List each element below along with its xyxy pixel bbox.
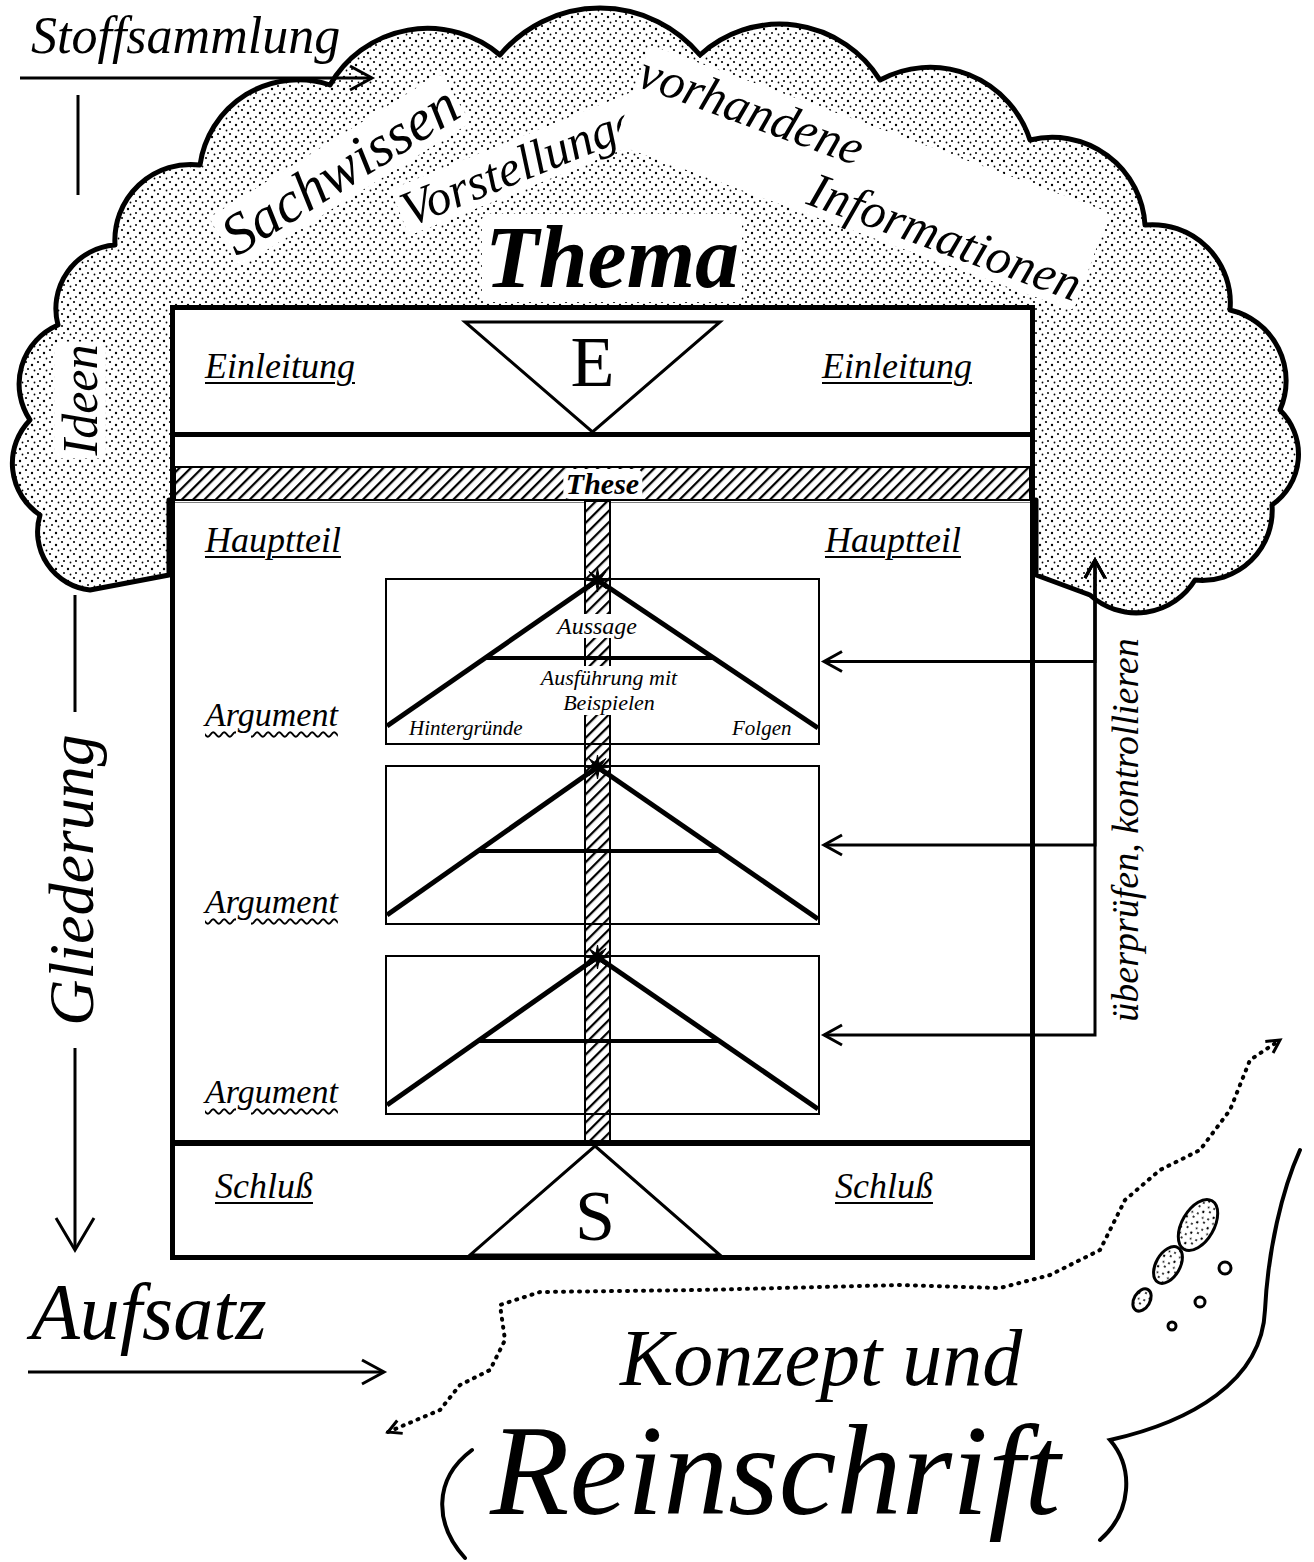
cloud-word: Ideen <box>55 341 105 458</box>
argument-slope <box>598 767 819 919</box>
section-label: Hauptteil <box>205 522 341 558</box>
section-label: Schluß <box>835 1168 933 1204</box>
footprint-toe <box>1219 1262 1231 1274</box>
conclusion-band: Schluß Schluß S <box>170 1140 1035 1260</box>
idea-cloud: SachwissenVorstellungenvorhandene Inform… <box>0 0 1314 600</box>
draft-banner: Konzept undReinschrift <box>420 1290 1300 1562</box>
outline-arrowhead <box>56 1218 94 1250</box>
argument-slope <box>598 957 819 1109</box>
collect-arrow-line <box>20 77 370 80</box>
outline-arrow-line <box>74 1048 77 1248</box>
argument-divider <box>478 1039 719 1043</box>
banner-outline <box>1100 1150 1300 1540</box>
section-label: Einleitung <box>822 348 972 384</box>
feedback-arrow <box>824 560 1095 1035</box>
step-label: Stoffsammlung <box>28 10 343 62</box>
argument-label: Argument <box>205 698 338 732</box>
thesis-band: These <box>170 437 1035 502</box>
intro-band: Einleitung Einleitung E <box>170 305 1035 437</box>
essay-arrow-line <box>28 1371 382 1374</box>
section-label: Hauptteil <box>825 522 961 558</box>
argument-box: Argument <box>385 955 820 1115</box>
collect-tick <box>77 95 80 195</box>
outline-arrow-line <box>74 595 77 712</box>
argument-box-shape <box>387 767 818 923</box>
footprint-toe <box>1168 1322 1176 1330</box>
argument-text: Folgen <box>732 718 791 739</box>
step-label: Gliederung <box>40 731 104 1029</box>
section-label: Schluß <box>215 1168 313 1204</box>
conclusion-triangle: S <box>470 1146 720 1255</box>
banner-text: Reinschrift <box>490 1405 1060 1535</box>
apex-star <box>586 945 610 969</box>
step-label: Aufsatz <box>28 1272 270 1352</box>
banner-outline <box>442 1450 472 1558</box>
apex-star <box>586 568 610 592</box>
argument-box: Argument <box>385 765 820 925</box>
argument-label: Argument <box>205 1075 338 1109</box>
essay-arrowhead <box>362 1360 384 1384</box>
argument-divider <box>485 656 714 660</box>
argument-divider <box>478 849 719 853</box>
argument-slope <box>387 767 598 915</box>
intro-triangle: E <box>465 322 720 432</box>
footprint <box>1129 1286 1155 1315</box>
thesis-hatch <box>175 467 1030 500</box>
banner-text: Konzept und <box>620 1318 1022 1398</box>
triangle-outline <box>470 1146 720 1255</box>
main-part-shape <box>175 502 1030 1140</box>
main-part: Hauptteil HauptteilArgument AussageAusführ… <box>170 502 1035 1140</box>
section-label: Einleitung <box>205 348 355 384</box>
check-label: überprüfen, kontrollieren <box>1106 635 1144 1024</box>
argument-box: ArgumentAussageAusführung mit Beispielen… <box>385 578 820 745</box>
cloud-outline <box>12 8 1298 613</box>
argument-text: Ausführung mit Beispielen <box>511 666 707 715</box>
triangle-letter: S <box>575 1180 615 1252</box>
argument-box-shape <box>387 957 818 1113</box>
apex-star <box>586 755 610 779</box>
feedback-arrow <box>824 560 1095 845</box>
footprint-toe <box>1195 1297 1205 1307</box>
triangle-outline <box>465 322 720 432</box>
argument-slope <box>387 957 598 1105</box>
thesis-label: These <box>563 469 642 499</box>
triangle-letter: E <box>571 326 615 398</box>
thesis-stem <box>585 501 610 1141</box>
argument-label: Argument <box>205 885 338 919</box>
topic-title: Thema <box>482 214 742 302</box>
argument-text: Hintergründe <box>409 718 523 739</box>
argument-text: Aussage <box>554 614 640 638</box>
footprint <box>1148 1242 1189 1289</box>
